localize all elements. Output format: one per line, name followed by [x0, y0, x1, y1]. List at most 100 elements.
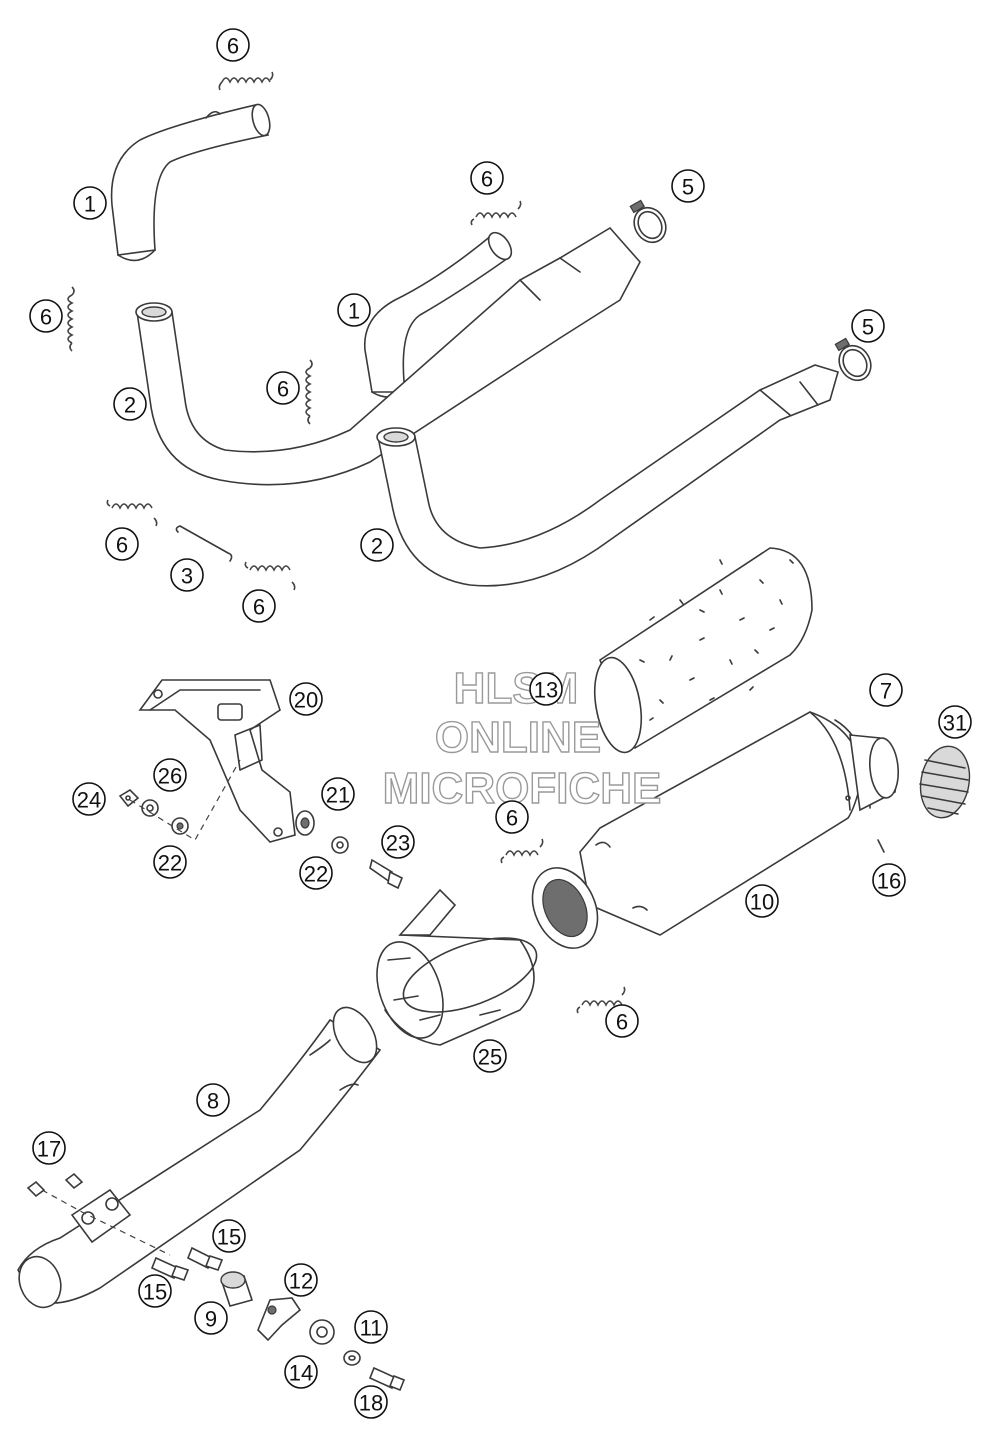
callout-circle	[284, 1263, 318, 1297]
spacer-9	[220, 1271, 254, 1307]
callout-c22a: 22	[153, 845, 187, 879]
callout-circle	[196, 1083, 230, 1117]
callout-c31: 31	[938, 705, 972, 739]
callout-circle	[354, 1310, 388, 1344]
callout-number: 2	[371, 534, 383, 559]
callout-circle	[360, 528, 394, 562]
callout-c6g: 6	[495, 800, 529, 834]
callout-c15b: 15	[138, 1274, 172, 1308]
callout-number: 6	[227, 34, 239, 59]
callout-c25: 25	[473, 1039, 507, 1073]
callout-circle	[29, 299, 63, 333]
callout-circle	[73, 186, 107, 220]
callout-c1b: 1	[337, 293, 371, 327]
callout-c20: 20	[289, 682, 323, 716]
callout-number: 6	[253, 595, 265, 620]
callout-circle	[284, 1355, 318, 1389]
callout-circle	[470, 161, 504, 195]
bolt-23	[369, 858, 404, 890]
callout-circle	[605, 1004, 639, 1038]
bolt-15-upper	[186, 1246, 224, 1271]
callout-c9: 9	[194, 1301, 228, 1335]
callout-c8: 8	[196, 1083, 230, 1117]
callout-number: 6	[481, 167, 493, 192]
watermark-line3: MICROFICHE	[383, 764, 662, 813]
callout-number: 1	[348, 299, 360, 324]
callout-circle	[153, 845, 187, 879]
callout-number: 12	[289, 1269, 313, 1294]
washer-26	[141, 799, 159, 817]
watermark-line2: ONLINE	[435, 713, 601, 762]
spring-lower-center	[576, 986, 626, 1014]
callout-c7: 7	[869, 673, 903, 707]
callout-circle	[869, 673, 903, 707]
assembly-line-bracket	[41, 1189, 171, 1256]
callout-c22b: 22	[299, 856, 333, 890]
callout-labels: 1122355666666667891011121314151516171820…	[29, 28, 972, 1419]
callout-c1a: 1	[73, 186, 107, 220]
callout-circle	[113, 387, 147, 421]
callout-c6e: 6	[105, 527, 139, 561]
spring-mid-top	[470, 200, 522, 226]
muffler-body	[579, 711, 899, 936]
callout-number: 11	[360, 1316, 383, 1341]
callout-circle	[671, 169, 705, 203]
callout-c2b: 2	[360, 528, 394, 562]
callout-circle	[266, 371, 300, 405]
washer-22-left	[171, 817, 189, 835]
callout-circle	[745, 884, 779, 918]
callout-circle	[354, 1385, 388, 1419]
callout-number: 8	[207, 1089, 219, 1114]
callout-circle	[851, 309, 885, 343]
watermark: HLSM ONLINE MICROFICHE	[382, 663, 662, 813]
end-cap-screen	[919, 745, 971, 819]
callout-number: 6	[277, 377, 289, 402]
callout-number: 7	[880, 679, 892, 704]
callout-c14: 14	[284, 1355, 318, 1389]
nut-24	[118, 788, 140, 808]
watermark-line1: HLSM	[454, 664, 579, 713]
small-pin	[877, 839, 885, 853]
callout-circle	[72, 782, 106, 816]
callout-circle	[872, 863, 906, 897]
callout-c6d: 6	[266, 371, 300, 405]
callout-number: 17	[37, 1137, 61, 1162]
callout-c10: 10	[745, 884, 779, 918]
callout-number: 5	[862, 315, 874, 340]
spring-mid-right	[500, 838, 544, 864]
callout-c5b: 5	[851, 309, 885, 343]
bolt-18	[368, 1366, 406, 1392]
spring-lower-left	[106, 499, 158, 527]
callout-circle	[473, 1039, 507, 1073]
callout-number: 18	[359, 1391, 383, 1416]
callout-number: 14	[289, 1361, 313, 1386]
callout-c23: 23	[381, 825, 415, 859]
callout-circle	[32, 1131, 66, 1165]
callout-circle	[194, 1301, 228, 1335]
callout-number: 26	[158, 764, 182, 789]
callout-c11: 11	[354, 1310, 388, 1344]
callout-c2a: 2	[113, 387, 147, 421]
header-pipe-upper-left	[110, 103, 271, 262]
callout-number: 15	[143, 1280, 167, 1305]
callout-c16: 16	[872, 863, 906, 897]
callout-number: 9	[205, 1307, 217, 1332]
callout-c15a: 15	[212, 1219, 246, 1253]
callout-circle	[212, 1219, 246, 1253]
callout-number: 13	[534, 678, 558, 703]
damper-12	[257, 1297, 302, 1342]
hose-clamp-upper	[629, 199, 667, 244]
callout-circle	[529, 672, 563, 706]
callout-number: 3	[181, 564, 193, 589]
callout-c18: 18	[354, 1385, 388, 1419]
hose-clamp-lower	[834, 337, 872, 382]
callout-circle	[216, 28, 250, 62]
callout-c5a: 5	[671, 169, 705, 203]
mid-pipe-left	[135, 226, 641, 486]
callout-number: 6	[616, 1010, 628, 1035]
callout-number: 15	[217, 1225, 241, 1250]
callout-number: 21	[326, 783, 350, 808]
header-pipe-upper-right	[363, 231, 513, 398]
callout-number: 1	[84, 192, 96, 217]
